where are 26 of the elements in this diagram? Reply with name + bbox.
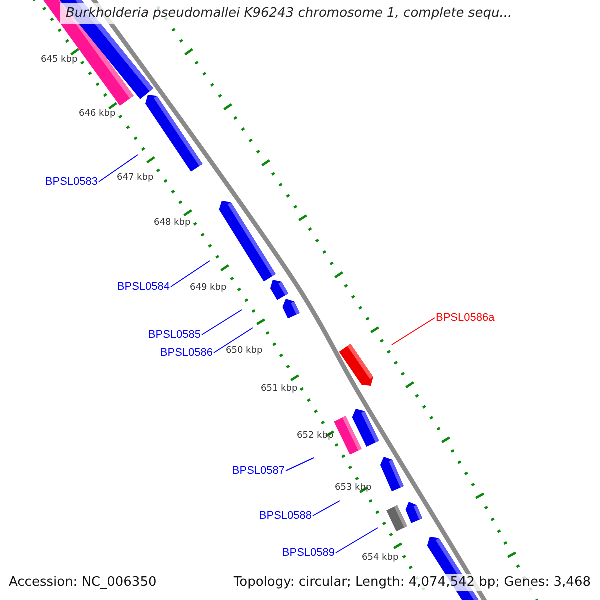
- leader-line: [286, 458, 314, 472]
- gene-label: BPSL0589: [282, 546, 335, 560]
- scale-label: 648 kbp: [154, 218, 191, 228]
- leader-line: [312, 500, 340, 516]
- gene-label: BPSL0588: [259, 510, 312, 522]
- scale-label: 652 kbp: [297, 431, 334, 441]
- gene-label: BPSL0586: [160, 346, 213, 360]
- leader-line: [336, 528, 378, 554]
- scale-label: 647 kbp: [117, 173, 154, 183]
- gene-label: BPSL0586a: [436, 312, 495, 324]
- gene-label: BPSL0583: [45, 176, 98, 188]
- scale-label: 654 kbp: [362, 553, 399, 563]
- scale-label: 651 kbp: [261, 384, 298, 394]
- leader-line: [98, 154, 138, 182]
- scale-label: 645 kbp: [41, 55, 78, 65]
- leader-line: [214, 328, 254, 354]
- gene-label: BPSL0584: [117, 280, 170, 294]
- gene-label: BPSL0587: [232, 464, 285, 478]
- scale-label: 646 kbp: [79, 109, 116, 119]
- leader-line: [392, 318, 436, 346]
- scale-label: 649 kbp: [190, 283, 227, 293]
- leader-line: [170, 260, 210, 288]
- scale-label: 650 kbp: [226, 346, 263, 356]
- scale-label: 653 kbp: [335, 483, 372, 493]
- leader-line: [202, 310, 242, 336]
- gene-label: BPSL0585: [148, 328, 201, 342]
